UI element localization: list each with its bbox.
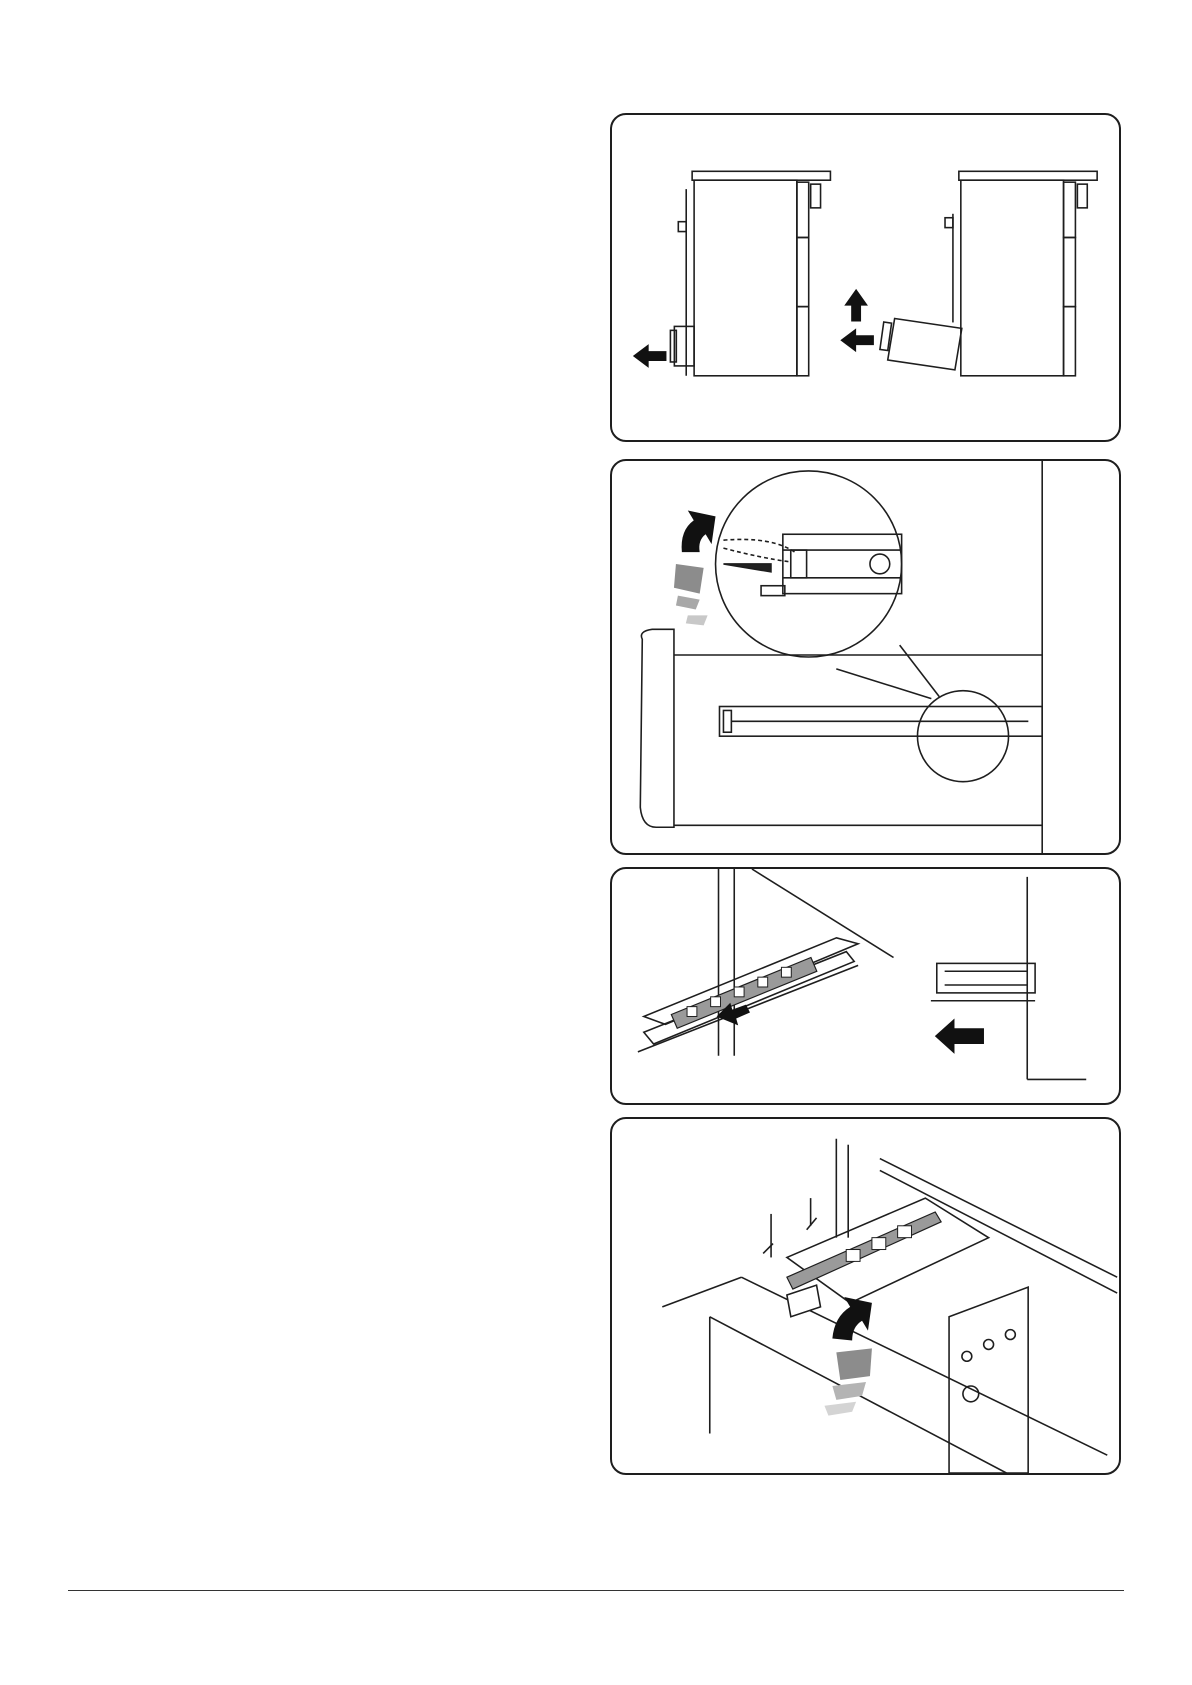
runner-slide-illustration (612, 869, 1119, 1103)
drawer-removal-illustration (612, 115, 1119, 440)
figure-drawer-removal-side-view (610, 113, 1121, 442)
runner-release-illustration (612, 461, 1119, 853)
footer-rule (68, 1590, 1124, 1591)
rotate-arrow-icon (674, 510, 716, 625)
arrow-left-icon (633, 344, 667, 368)
arrow-left-icon (840, 328, 874, 352)
figure-runner-release-lever (610, 459, 1121, 855)
runner-lever-illustration (612, 1119, 1119, 1473)
figure-runner-lever-lift (610, 1117, 1121, 1475)
arrow-up-icon (844, 289, 868, 322)
arrow-left-icon (935, 1018, 984, 1053)
figure-runner-slide-back (610, 867, 1121, 1105)
